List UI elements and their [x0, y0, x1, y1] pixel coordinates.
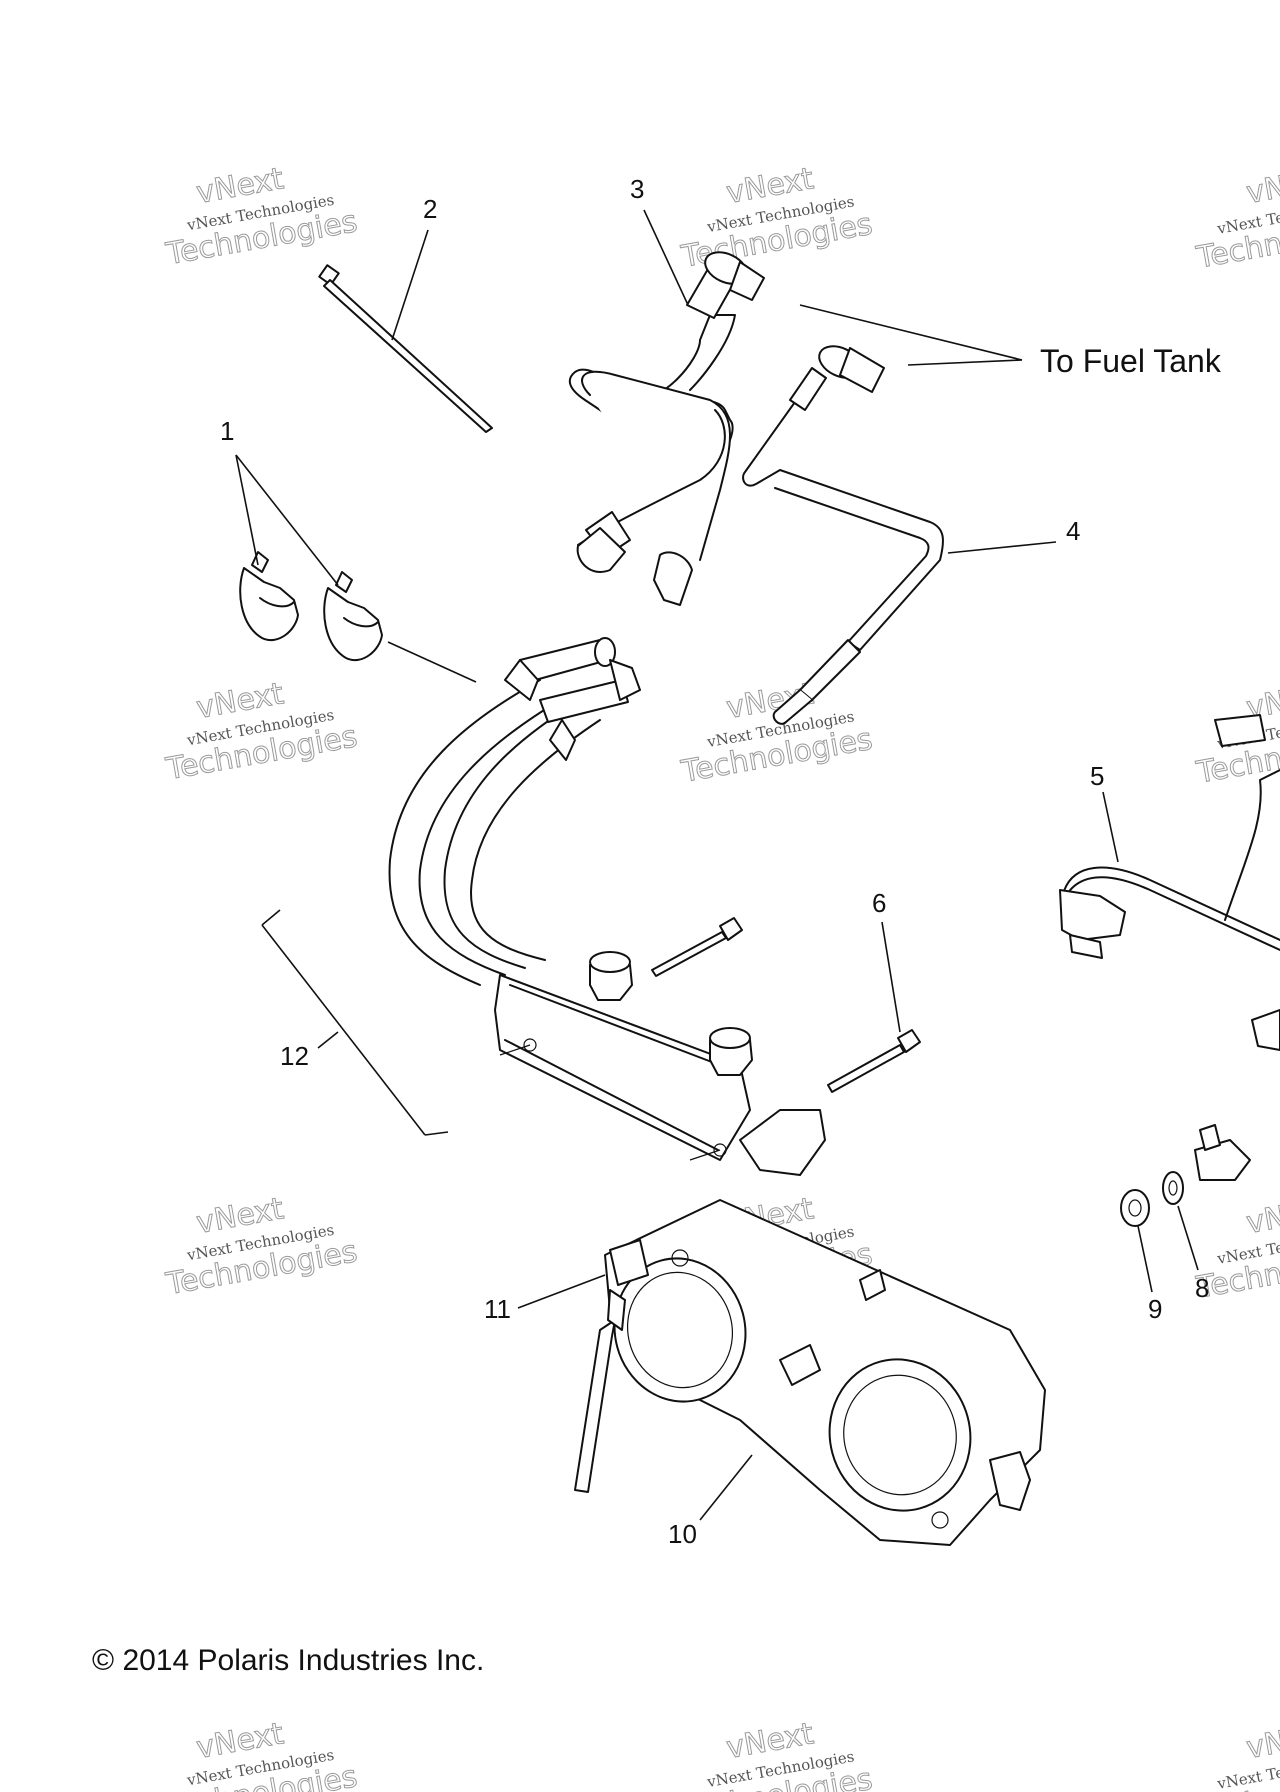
part-fuel-hose-3	[568, 251, 765, 606]
part-washer-8	[1162, 1171, 1184, 1205]
callout-8: 8	[1195, 1273, 1209, 1303]
callout-12: 12	[280, 1041, 309, 1071]
svg-text:vNext: vNext	[1244, 161, 1280, 211]
callout-4: 4	[1066, 516, 1080, 546]
annotation-to-fuel-tank: To Fuel Tank	[1040, 343, 1222, 379]
svg-text:vNext: vNext	[1244, 1716, 1280, 1766]
watermark: vNext vNext Technologies Technologies	[678, 1716, 876, 1792]
part-bolts	[651, 917, 921, 1093]
part-injector-harness	[1059, 714, 1280, 1051]
callout-5: 5	[1090, 761, 1104, 791]
copyright-notice: © 2014 Polaris Industries Inc.	[92, 1644, 484, 1677]
watermarks: vNext vNext Technologies Technologies vN…	[163, 161, 1280, 1792]
leader-lines	[235, 209, 1199, 1521]
watermark: vNext vNext Technologies Technologies	[678, 676, 876, 791]
watermark: vNext vNext Technologies Technologies	[163, 1191, 361, 1303]
part-hose-clamps	[239, 551, 383, 661]
callout-11: 11	[484, 1294, 511, 1324]
watermark: vNext vNext Technologies Technologies	[678, 161, 876, 276]
part-throttle-body	[574, 1199, 1046, 1546]
watermark: vNext vNext Technologies Technologies	[163, 161, 361, 273]
part-cable-tie	[318, 264, 493, 433]
callout-1: 1	[220, 416, 234, 446]
callouts: 1 2 3 4 5 6 8 9 10 11 12	[220, 174, 1209, 1549]
watermark: vNext vNext Technologies Technologies	[1193, 161, 1280, 276]
part-fuel-hose-4	[742, 345, 944, 725]
part-fuel-rail-assembly	[388, 637, 826, 1176]
callout-10: 10	[668, 1519, 697, 1549]
part-injector-lower	[1194, 1124, 1251, 1181]
callout-6: 6	[872, 888, 886, 918]
watermark: vNext vNext Technologies Technologies	[163, 1716, 361, 1792]
watermark: vNext vNext Technologies Technologies	[163, 676, 361, 788]
watermark: vNext vNext Technologies Technologies	[1193, 1716, 1280, 1792]
part-seal-9	[1120, 1189, 1150, 1227]
svg-text:vNext: vNext	[1244, 1191, 1280, 1241]
callout-2: 2	[423, 194, 437, 224]
callout-9: 9	[1148, 1294, 1162, 1324]
callout-3: 3	[630, 174, 644, 204]
